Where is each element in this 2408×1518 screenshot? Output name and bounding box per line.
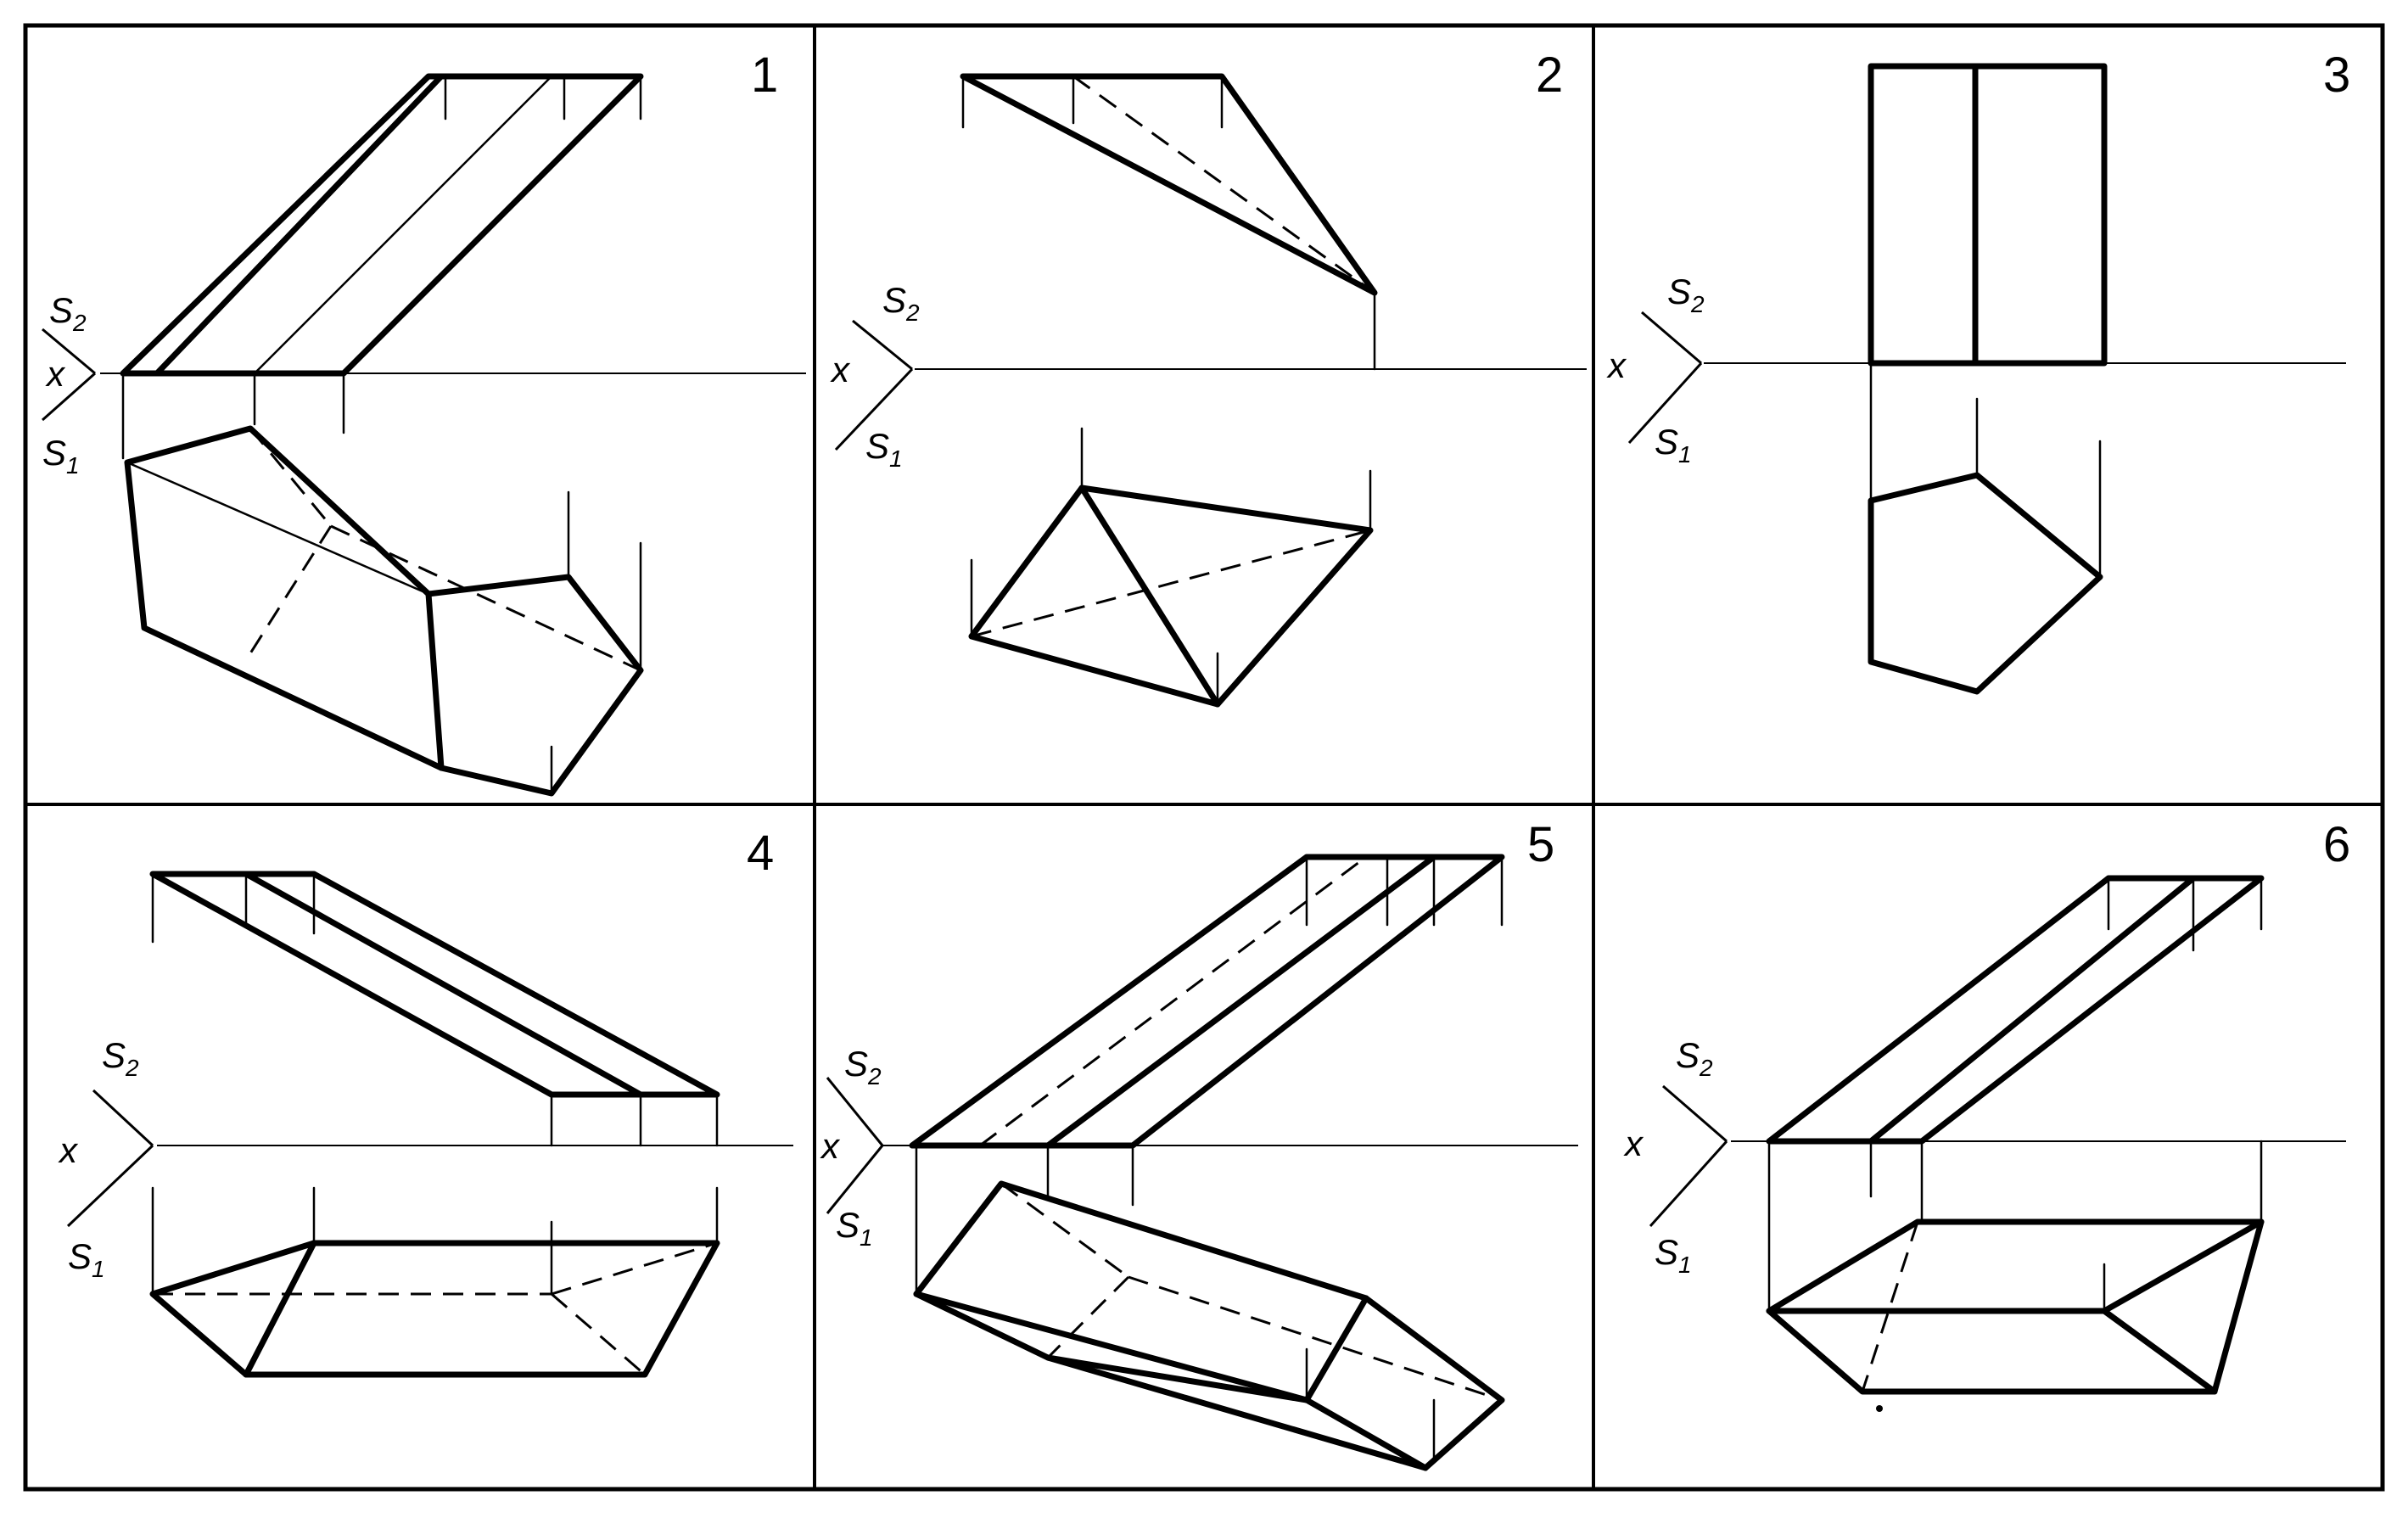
prism-top-view: [913, 1180, 1505, 1471]
s1-direction-arrow: [1627, 361, 1703, 445]
s2-label: S2: [1667, 272, 1705, 317]
s2-direction-arrow: [826, 1077, 884, 1146]
s1-direction-arrow: [826, 1145, 884, 1214]
s2-direction-arrow: [1641, 311, 1702, 365]
s1-label: S1: [68, 1236, 105, 1282]
axis-label: x: [830, 350, 851, 389]
hidden-edge: [971, 529, 1371, 638]
axis-label: x: [58, 1130, 79, 1170]
hidden-edge: [1072, 75, 1375, 294]
prism-edge: [154, 73, 445, 377]
hidden-edge: [1000, 1182, 1129, 1279]
panel-number: 6: [2323, 817, 2350, 872]
panel-4: 4 x S2 S1: [58, 826, 793, 1378]
pyramid-top-view: [968, 485, 1374, 708]
prism-edge: [253, 75, 553, 375]
s1-direction-arrow: [834, 367, 914, 451]
prism-edge: [2101, 1308, 2218, 1395]
prism-front-view: [909, 854, 1505, 1149]
s1-label: S1: [1655, 1232, 1692, 1278]
prism-edge: [243, 871, 644, 1098]
hidden-edge: [249, 428, 333, 527]
panel-number: 3: [2323, 48, 2350, 103]
hidden-edge: [330, 524, 641, 672]
hidden-edge: [1861, 1221, 1919, 1392]
s1-direction-arrow: [66, 1144, 154, 1228]
s1-direction-arrow: [1649, 1140, 1728, 1228]
pyramid-edge: [1078, 485, 1221, 708]
point-marker: [1876, 1405, 1883, 1412]
hidden-edge: [1128, 1275, 1503, 1402]
prism-top-view: [1868, 472, 2103, 695]
prism-edge: [1303, 1295, 1369, 1403]
hidden-edge: [143, 626, 442, 770]
prism-edge: [1868, 875, 2197, 1145]
axis-label: x: [1623, 1123, 1644, 1163]
panel-6: 6 x S2 S1: [1623, 817, 2350, 1412]
axis-label: x: [820, 1126, 841, 1166]
s1-direction-arrow: [42, 372, 96, 422]
panel-1: 1 x S2 S1: [42, 48, 806, 797]
s2-label: S2: [102, 1035, 139, 1081]
prism-front-view: [149, 871, 720, 1098]
prism-front-view: [1766, 875, 2265, 1145]
prism-edge: [243, 1240, 317, 1378]
s2-label: S2: [1676, 1035, 1713, 1081]
s2-direction-arrow: [1662, 1084, 1728, 1143]
panel-number: 4: [747, 826, 774, 881]
s2-direction-arrow: [42, 328, 96, 375]
prism-edge: [126, 461, 430, 596]
axis-label: x: [45, 354, 66, 394]
panel-3: 3 x S2 S1: [1606, 48, 2350, 695]
s2-label: S2: [882, 280, 920, 326]
s1-label: S1: [836, 1205, 873, 1251]
panel-number: 5: [1527, 817, 1554, 872]
hidden-edge: [1046, 1275, 1130, 1359]
hidden-edge: [551, 1292, 646, 1376]
prism-edge: [913, 1291, 1310, 1403]
s1-label: S1: [42, 433, 80, 479]
pyramid-front-view: [960, 73, 1378, 296]
axis-label: x: [1606, 345, 1627, 385]
panel-5: 5 x S2 S1: [820, 817, 1578, 1471]
panel-number: 1: [751, 48, 778, 103]
hidden-edge: [979, 855, 1367, 1147]
prism-edge: [1044, 854, 1437, 1149]
s2-direction-arrow: [92, 1089, 154, 1147]
s2-label: S2: [49, 290, 87, 336]
panel-number: 2: [1536, 48, 1563, 103]
prism-edge: [2101, 1218, 2265, 1314]
prism-edge: [1044, 1354, 1429, 1471]
prism-top-view: [124, 425, 644, 797]
prism-top-view: [149, 1240, 720, 1378]
sheet-border: [23, 23, 2385, 1492]
panel-2: 2 x S2 S1: [830, 48, 1587, 708]
hidden-edge: [551, 1241, 718, 1296]
prism-top-view: [1766, 1218, 2265, 1395]
s1-label: S1: [865, 426, 903, 472]
hidden-edge: [249, 525, 333, 654]
s2-direction-arrow: [852, 319, 913, 371]
prism-front-view: [1868, 63, 2108, 367]
s1-label: S1: [1655, 422, 1692, 468]
prism-edge: [425, 591, 445, 771]
s2-label: S2: [844, 1044, 882, 1089]
